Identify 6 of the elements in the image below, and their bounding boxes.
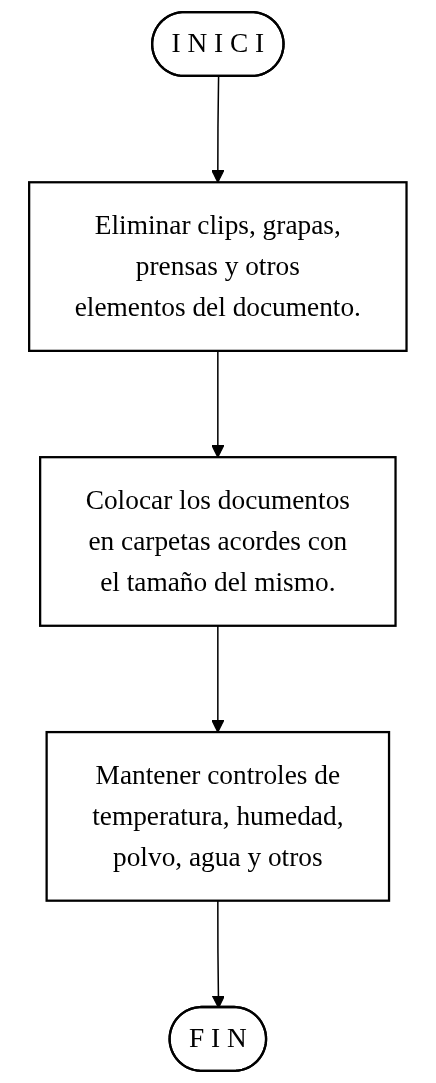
node-box: Mantener controles de temperatura, humedad, polvo, agua y otros bbox=[45, 730, 391, 902]
arrow bbox=[211, 75, 225, 183]
node-box: Colocar los documentos en carpetas acordes con el tamaño del mismo. bbox=[39, 456, 397, 627]
node-box: Eliminar clips, grapas, prensas y otros elementos del documento. bbox=[28, 181, 408, 352]
arrow bbox=[211, 350, 225, 458]
arrow bbox=[211, 625, 225, 733]
